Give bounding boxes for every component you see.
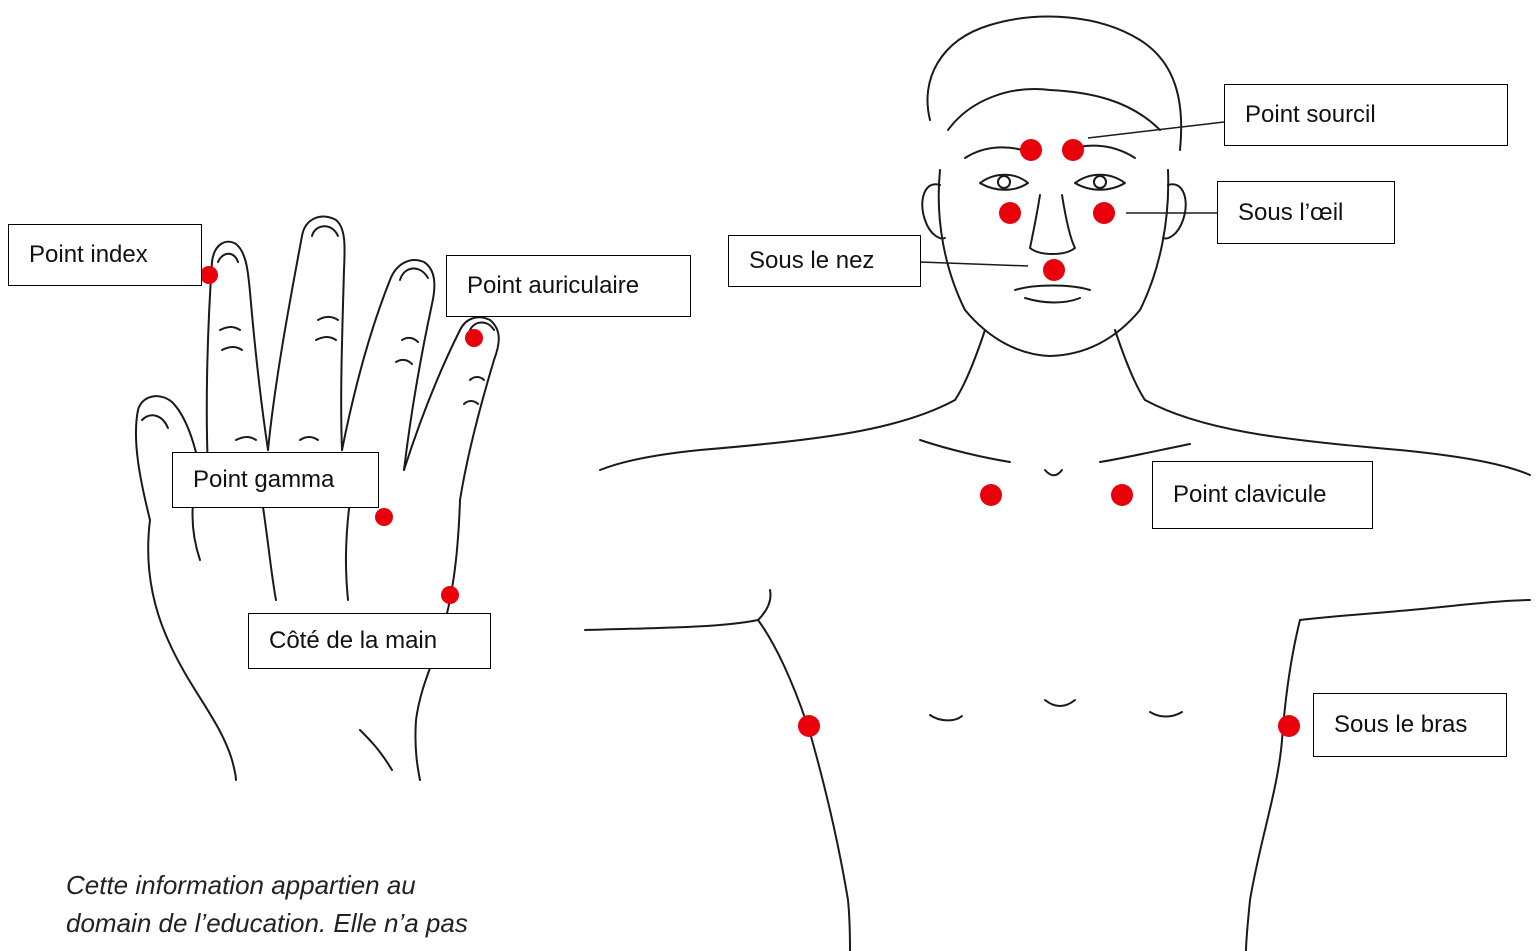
sous-oeil-left-dot: [999, 202, 1021, 224]
sous-nez-dot: [1043, 259, 1065, 281]
point-sourcil-left-dot: [1020, 139, 1042, 161]
disclaimer-line-2: domain de l’education. Elle n’a pas: [66, 904, 468, 942]
label-point-gamma: Point gamma: [172, 452, 379, 508]
body-drawing: [585, 17, 1530, 951]
point-auriculaire-dot: [465, 329, 483, 347]
point-sourcil-right-dot: [1062, 139, 1084, 161]
disclaimer-line-1: Cette information appartien au: [66, 866, 468, 904]
label-sous-bras: Sous le bras: [1313, 693, 1507, 757]
point-gamma-dot: [375, 508, 393, 526]
label-point-index: Point index: [8, 224, 202, 286]
label-point-auriculaire: Point auriculaire: [446, 255, 691, 317]
point-index-dot: [200, 266, 218, 284]
label-cote-main: Côté de la main: [248, 613, 491, 669]
label-sous-oeil: Sous l’œil: [1217, 181, 1395, 244]
clavicule-right-dot: [1111, 484, 1133, 506]
disclaimer-note: Cette information appartien au domain de…: [66, 866, 468, 942]
sous-bras-right-dot: [1278, 715, 1300, 737]
sous-bras-left-dot: [798, 715, 820, 737]
clavicule-left-dot: [980, 484, 1002, 506]
label-sous-nez: Sous le nez: [728, 235, 921, 287]
label-point-clavicule: Point clavicule: [1152, 461, 1373, 529]
sous-oeil-right-dot: [1093, 202, 1115, 224]
cote-main-dot: [441, 586, 459, 604]
label-point-sourcil: Point sourcil: [1224, 84, 1508, 146]
